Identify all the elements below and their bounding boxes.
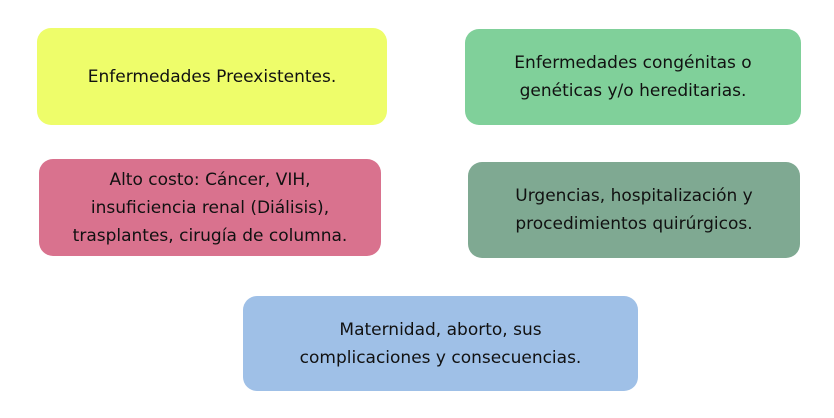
box-emergencies: Urgencias, hospitalización y procedimien… [468,162,800,258]
box-text-line: procedimientos quirúrgicos. [515,214,753,234]
box-text-line: Enfermedades congénitas o [514,53,752,73]
box-text: Urgencias, hospitalización y procedimien… [515,182,752,238]
box-text-line: Enfermedades Preexistentes. [87,66,337,87]
box-congenital-diseases: Enfermedades congénitas o genéticas y/o … [465,29,801,125]
box-text-line: Alto costo: Cáncer, VIH, [109,169,311,190]
box-text-line: genéticas y/o hereditarias. [519,81,747,101]
box-text: Maternidad, aborto, sus complicaciones y… [300,316,582,372]
box-text-line: insuficiencia renal (Diálisis), [90,197,330,218]
box-text-line: trasplantes, cirugía de columna. [72,225,348,246]
box-text: Enfermedades congénitas o genéticas y/o … [514,49,751,105]
box-text-line: Maternidad, aborto, sus [339,319,542,340]
box-text: Enfermedades Preexistentes. [88,63,337,91]
box-text-line: Urgencias, hospitalización y [515,186,753,206]
box-text: Alto costo: Cáncer, VIH, insuficiencia r… [73,166,348,250]
box-maternity: Maternidad, aborto, sus complicaciones y… [243,296,638,391]
box-preexisting-diseases: Enfermedades Preexistentes. [37,28,387,125]
box-text-line: complicaciones y consecuencias. [299,347,582,368]
box-high-cost: Alto costo: Cáncer, VIH, insuficiencia r… [39,159,381,256]
